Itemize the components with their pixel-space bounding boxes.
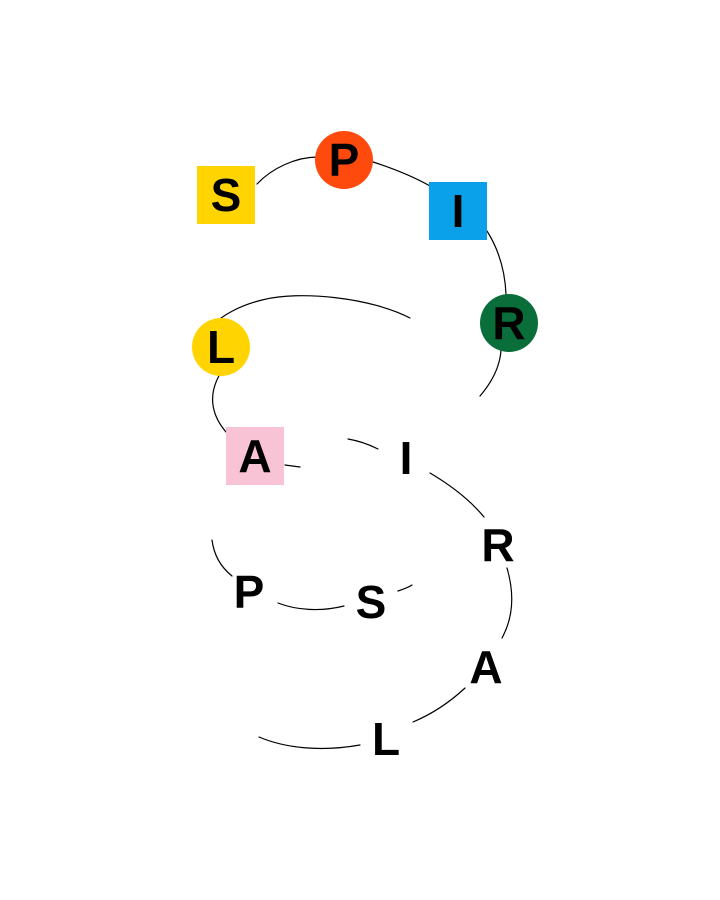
letter-p-plain: P (233, 566, 265, 618)
spiral-segment (486, 230, 507, 295)
letter-l-plain: L (371, 713, 401, 765)
letter-r-green-circle: R (480, 294, 538, 352)
letter-i-plain: I (399, 432, 413, 484)
letter-p-orange-circle: P (315, 131, 373, 189)
spiral-segment (412, 687, 466, 723)
spiral-segment (213, 295, 411, 325)
letter-s-yellow-square: S (197, 166, 255, 224)
letter-i-blue-square: I (429, 182, 487, 240)
letter-a-plain: A (469, 641, 503, 693)
spiral-segment (369, 160, 431, 187)
spiral-segment (429, 472, 485, 518)
spiral-segment (258, 736, 361, 750)
letter-s-plain: S (355, 576, 387, 628)
spiral-segment (397, 584, 413, 592)
spiral-segment (347, 438, 379, 450)
letter-r-plain: R (481, 519, 515, 571)
spiral-segment (211, 539, 233, 577)
spiral-segment (212, 373, 227, 433)
spiral-segment (479, 349, 502, 397)
spiral-segment (277, 602, 345, 611)
spiral-segment (256, 156, 319, 185)
letter-l-yellow-circle: L (192, 318, 250, 376)
spiral-segment (501, 567, 513, 639)
spiral-segment (284, 464, 301, 468)
letter-a-pink-square: A (226, 427, 284, 485)
